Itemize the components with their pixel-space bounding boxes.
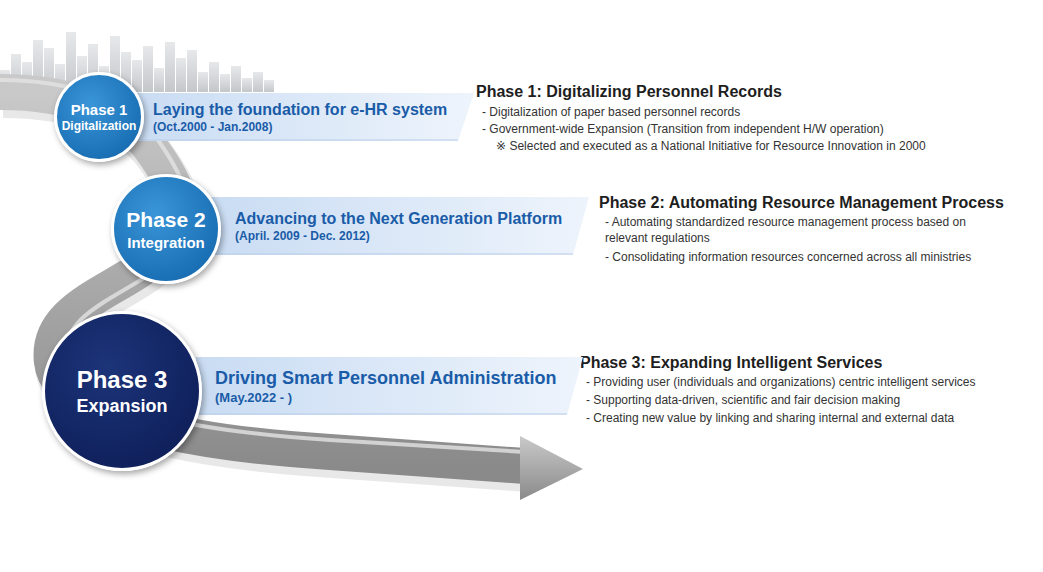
description-bullet: - Consolidating information resources co…: [605, 249, 1039, 265]
phase-name: Expansion: [76, 395, 167, 418]
description-heading: Phase 3: Expanding Intelligent Services: [580, 353, 1020, 373]
phase-name: Integration: [127, 233, 205, 252]
building: [242, 78, 252, 92]
description-bullet: - Automating standardized resource manag…: [605, 214, 1010, 246]
phase-banner: Laying the foundation for e-HR system(Oc…: [132, 93, 474, 141]
phase-number: Phase 3: [77, 365, 168, 395]
phase-title: Laying the foundation for e-HR system: [153, 100, 474, 120]
description-bullet: - Digitalization of paper based personne…: [482, 104, 1032, 120]
description-bullet: - Creating new value by linking and shar…: [586, 410, 1041, 426]
building: [143, 46, 153, 92]
building: [264, 80, 274, 92]
building: [231, 66, 241, 92]
phase-period: (Oct.2000 - Jan.2008): [153, 120, 474, 135]
phase-banner: Advancing to the Next Generation Platfor…: [205, 197, 589, 255]
description-heading: Phase 1: Digitalizing Personnel Records: [476, 82, 1016, 102]
phase-period: (May.2022 - ): [215, 390, 583, 406]
building: [187, 50, 197, 92]
phase-banner: Driving Smart Personnel Administration(M…: [196, 357, 583, 415]
description-bullet: ※ Selected and executed as a National In…: [496, 138, 1041, 154]
phase-circle: Phase 2Integration: [111, 174, 221, 284]
road-arrowhead: [520, 436, 583, 500]
description-bullet: - Providing user (individuals and organi…: [586, 374, 1041, 390]
phase-title: Driving Smart Personnel Administration: [215, 367, 583, 390]
phase-number: Phase 1: [71, 100, 128, 119]
phase-period: (April. 2009 - Dec. 2012): [235, 229, 589, 244]
phase-name: Digitalization: [62, 119, 137, 134]
building: [176, 58, 186, 92]
description-heading: Phase 2: Automating Resource Management …: [599, 193, 1019, 213]
building: [198, 72, 208, 92]
phase-circle: Phase 1Digitalization: [54, 72, 145, 163]
building: [253, 72, 263, 92]
phase-number: Phase 2: [126, 207, 205, 233]
phase-title: Advancing to the Next Generation Platfor…: [235, 209, 589, 229]
description-bullet: - Supporting data-driven, scientific and…: [586, 392, 1041, 408]
phase-circle: Phase 3Expansion: [42, 311, 202, 471]
building: [209, 62, 219, 92]
building: [220, 74, 230, 92]
building: [154, 68, 164, 92]
description-bullet: - Government-wide Expansion (Transition …: [482, 121, 1037, 137]
building: [165, 42, 175, 92]
